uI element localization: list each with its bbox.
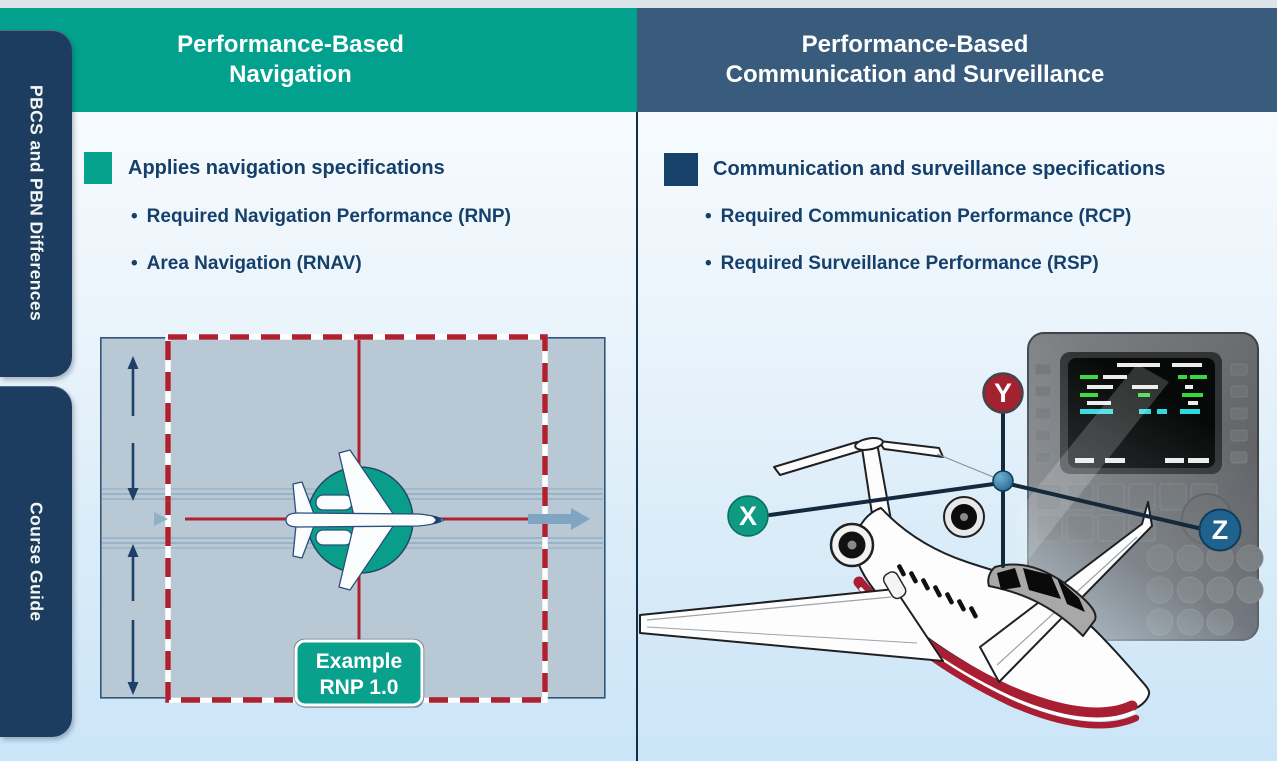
right-lead-row: Communication and surveillance specifica… <box>664 153 1165 186</box>
pbcs-jet-illustration: X Y Z <box>639 332 1264 729</box>
left-bullet-rnav-text: Area Navigation (RNAV) <box>146 253 362 274</box>
jet-far-engine <box>943 496 985 538</box>
y-axis-badge: Y <box>982 372 1024 414</box>
cdu-screen-content <box>1075 363 1209 463</box>
xyz-axes: X Y Z <box>727 372 1242 568</box>
column-divider <box>636 112 638 761</box>
z-axis-badge: Z <box>1198 508 1242 552</box>
sidebar-tab-label: PBCS and PBN Differences <box>26 85 47 322</box>
z-axis-label: Z <box>1212 515 1229 545</box>
jet-near-engine <box>829 522 875 568</box>
right-bullet-rsp-text: Required Surveillance Performance (RSP) <box>720 253 1099 274</box>
left-bullet-rnp-text: Required Navigation Performance (RNP) <box>146 206 511 227</box>
badge-line1: Example <box>316 650 402 673</box>
left-header-line2: Navigation <box>229 61 352 88</box>
left-panel-header: Performance-Based Navigation <box>0 8 637 112</box>
bullet-dot-icon: • <box>705 253 712 274</box>
track-arrow-right <box>528 508 590 530</box>
x-axis-badge: X <box>727 495 769 537</box>
lateral-deviation-arrows <box>127 356 139 695</box>
z-axis-line <box>1003 481 1200 530</box>
y-axis-label: Y <box>994 378 1012 408</box>
x-axis-label: X <box>739 501 757 531</box>
left-header-line1: Performance-Based <box>177 31 404 58</box>
sidebar-tab-course-guide[interactable]: Course Guide <box>0 386 72 737</box>
jet-left-wing <box>639 588 944 662</box>
badge-line2: RNP 1.0 <box>320 676 399 699</box>
cdu-round-keys <box>1146 544 1264 636</box>
left-bullet-rnp: • Required Navigation Performance (RNP) <box>131 206 511 228</box>
right-bullet-rsp: • Required Surveillance Performance (RSP) <box>705 253 1099 275</box>
sidebar-tab-pbcs-pbn-differences[interactable]: PBCS and PBN Differences <box>0 30 72 377</box>
teal-square-bullet-icon <box>84 152 112 184</box>
right-header-line1: Performance-Based <box>801 31 1029 58</box>
jet-door <box>882 571 907 600</box>
left-lead-row: Applies navigation specifications <box>84 152 445 184</box>
right-panel-header: Performance-Based Communication and Surv… <box>637 8 1277 112</box>
rnp-containment-diagram: Example RNP 1.0 <box>100 334 606 708</box>
bullet-dot-icon: • <box>705 206 712 227</box>
cdu-side-keys <box>1034 363 1248 464</box>
x-axis-line <box>768 481 1003 517</box>
left-bullet-rnav: • Area Navigation (RNAV) <box>131 253 362 275</box>
right-lead-text: Communication and surveillance specifica… <box>713 158 1166 180</box>
axes-origin-sphere <box>992 470 1014 492</box>
track-arrow-left <box>102 512 168 526</box>
sidebar-tab-label: Course Guide <box>26 501 47 622</box>
bullet-dot-icon: • <box>131 253 138 274</box>
right-bullet-rcp: • Required Communication Performance (RCP… <box>705 206 1131 228</box>
left-lead-text: Applies navigation specifications <box>128 156 445 179</box>
bullet-dot-icon: • <box>131 206 138 227</box>
jet-cabin-windows <box>897 564 978 619</box>
navy-square-bullet-icon <box>664 153 698 186</box>
jet-cockpit <box>987 563 1097 637</box>
right-header-line2: Communication and Surveillance <box>725 61 1105 88</box>
top-strip <box>0 0 1277 8</box>
right-bullet-rcp-text: Required Communication Performance (RCP) <box>720 206 1132 227</box>
airplane-top-view-icon <box>285 449 445 591</box>
rnp-example-badge: Example RNP 1.0 <box>293 638 425 708</box>
